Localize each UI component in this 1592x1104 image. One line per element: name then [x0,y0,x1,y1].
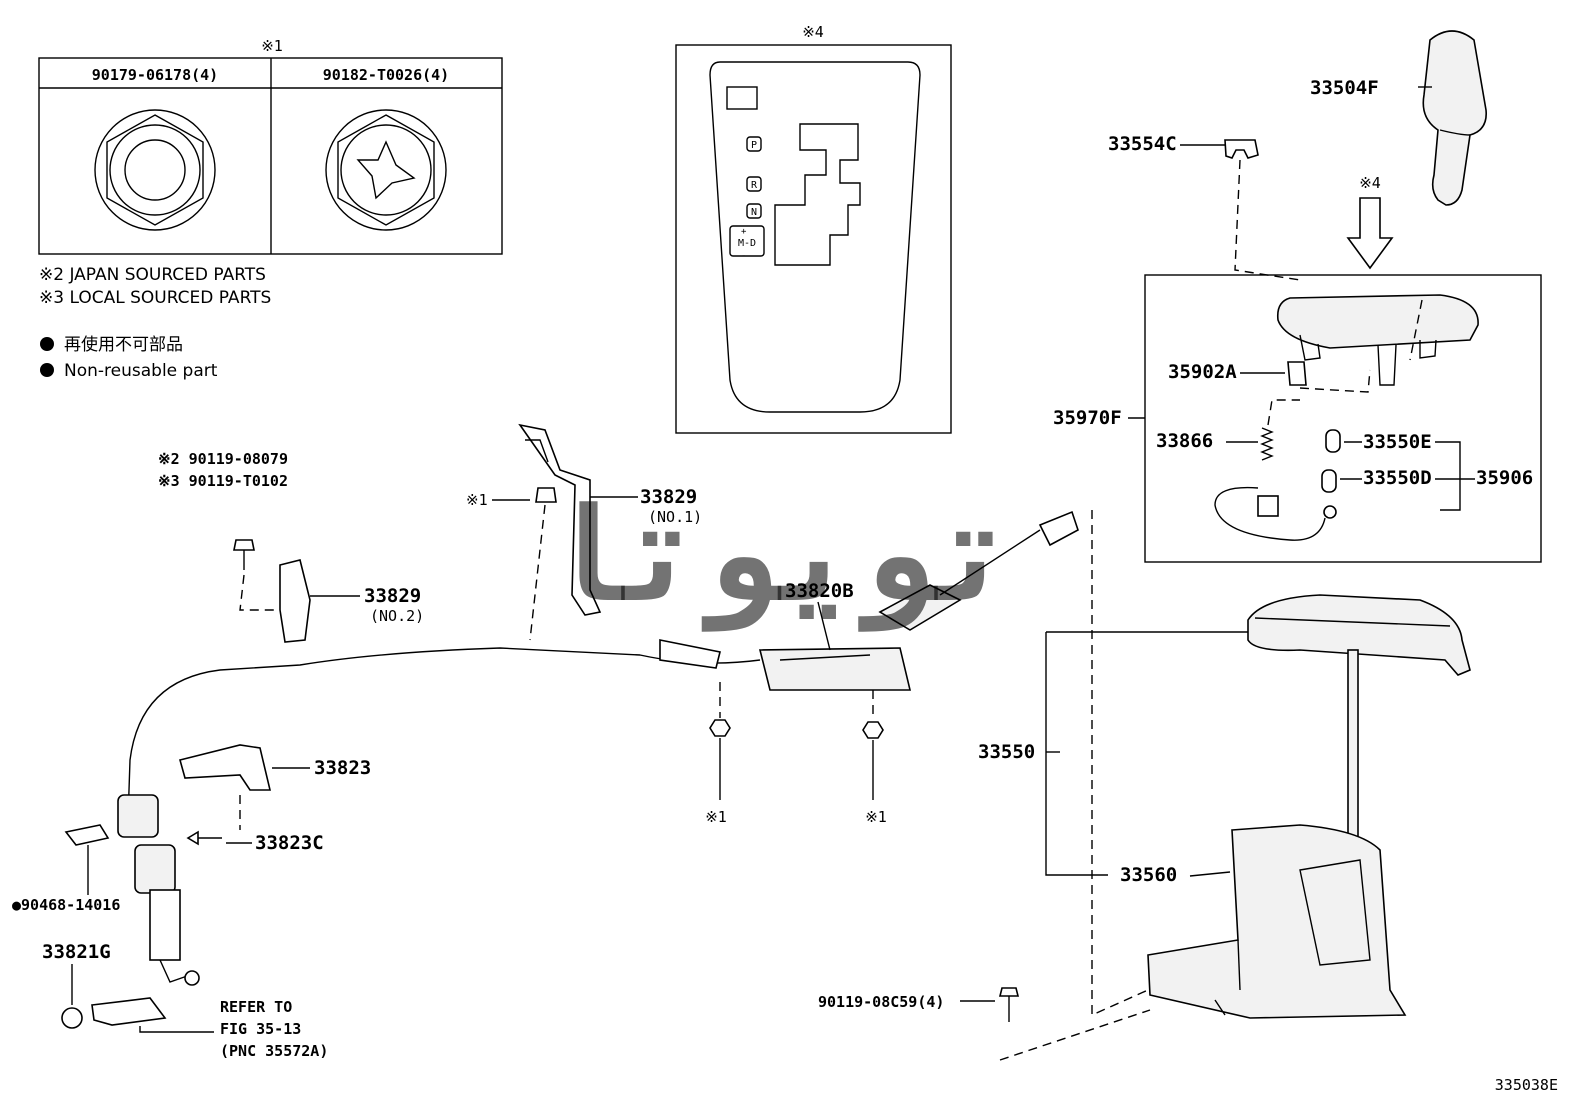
label-mark1-b: ※1 [705,808,727,826]
label-90468-14016: ●90468-14016 [12,896,120,914]
indicator-assembly-box: 35970F 35902A 33866 33550E 33550D 35906 [1053,274,1542,563]
label-35902A: 35902A [1168,361,1237,383]
label-mark1-c: ※1 [865,808,887,826]
shift-knob-part: 33504F [1310,30,1487,206]
arrow-mark4: ※4 [1359,174,1381,192]
cable-clip-no1: ※1 33829 (NO.1) [466,423,702,641]
label-33554C: 33554C [1108,133,1177,155]
legend-mark1: ※1 [261,37,283,55]
label-33550E: 33550E [1363,431,1432,453]
label-90119-08C59: 90119-08C59(4) [818,993,944,1011]
cable-bracket: 33823 33823C [179,744,371,854]
gate-r: R [751,180,758,191]
table-header-2: 90182-T0026(4) [323,66,449,84]
gate-n: N [751,207,757,218]
label-33550: 33550 [978,741,1035,763]
gate-p: P [751,140,757,151]
label-35906: 35906 [1476,467,1533,489]
note-local-sourced: ※3 LOCAL SOURCED PARTS [39,288,271,308]
bullet-icon [40,363,54,377]
table-header-1: 90179-06178(4) [92,66,218,84]
label-35970F: 35970F [1053,407,1122,429]
shift-lever-assembly: 33550 33560 90119-08C59(4) [818,510,1471,1061]
cable-end-parts: ●90468-14016 33821G REFER TO FIG 35-13 (… [12,794,328,1060]
figure-code: 335038E [1495,1076,1558,1094]
label-refer-pnc: (PNC 35572A) [220,1042,328,1060]
label-refer-fig: FIG 35-13 [220,1020,301,1038]
arrow-down-icon: ※4 [1346,174,1394,270]
note-japan-sourced: ※2 JAPAN SOURCED PARTS [39,265,266,285]
label-33550D: 33550D [1363,467,1432,489]
legend-table: ※1 90179-06178(4) 90182-T0026(4) ※2 JAPA… [38,37,503,381]
label-no1: (NO.1) [648,508,702,526]
clip-part: 33554C [1108,133,1301,281]
note-nonreusable-jp: 再使用不可部品 [64,334,183,355]
watermark-logo: تویوتا [545,479,1015,632]
label-mark2-bolt: ※2 90119-08079 [158,450,288,468]
cable-clip-no2: ※2 90119-08079 ※3 90119-T0102 33829 (NO.… [158,450,424,643]
label-33823C: 33823C [255,832,324,854]
hex-nut-icon [94,109,216,231]
label-33560: 33560 [1120,864,1177,886]
note-nonreusable-en: Non-reusable part [64,361,218,381]
label-33820B: 33820B [785,580,854,602]
gate-plus: + [741,227,747,237]
shift-gate-panel: ※4 P R N + M-D - [675,23,952,434]
label-33866: 33866 [1156,430,1213,452]
gate-md: M-D [738,238,756,249]
lock-nut-icon [325,109,447,231]
label-33829-a: 33829 [640,486,697,508]
bullet-icon [40,337,54,351]
label-no2: (NO.2) [370,607,424,625]
label-mark1-a: ※1 [466,491,488,509]
label-refer-to: REFER TO [220,998,292,1016]
label-33829-b: 33829 [364,585,421,607]
shift-cable-part: 33820B ※1 ※1 [127,510,1079,826]
label-mark3-bolt: ※3 90119-T0102 [158,472,288,490]
gate-minus: - [741,251,746,261]
label-33821G: 33821G [42,941,111,963]
gate-mark4: ※4 [802,23,824,41]
label-33823: 33823 [314,757,371,779]
label-33504F: 33504F [1310,77,1379,99]
